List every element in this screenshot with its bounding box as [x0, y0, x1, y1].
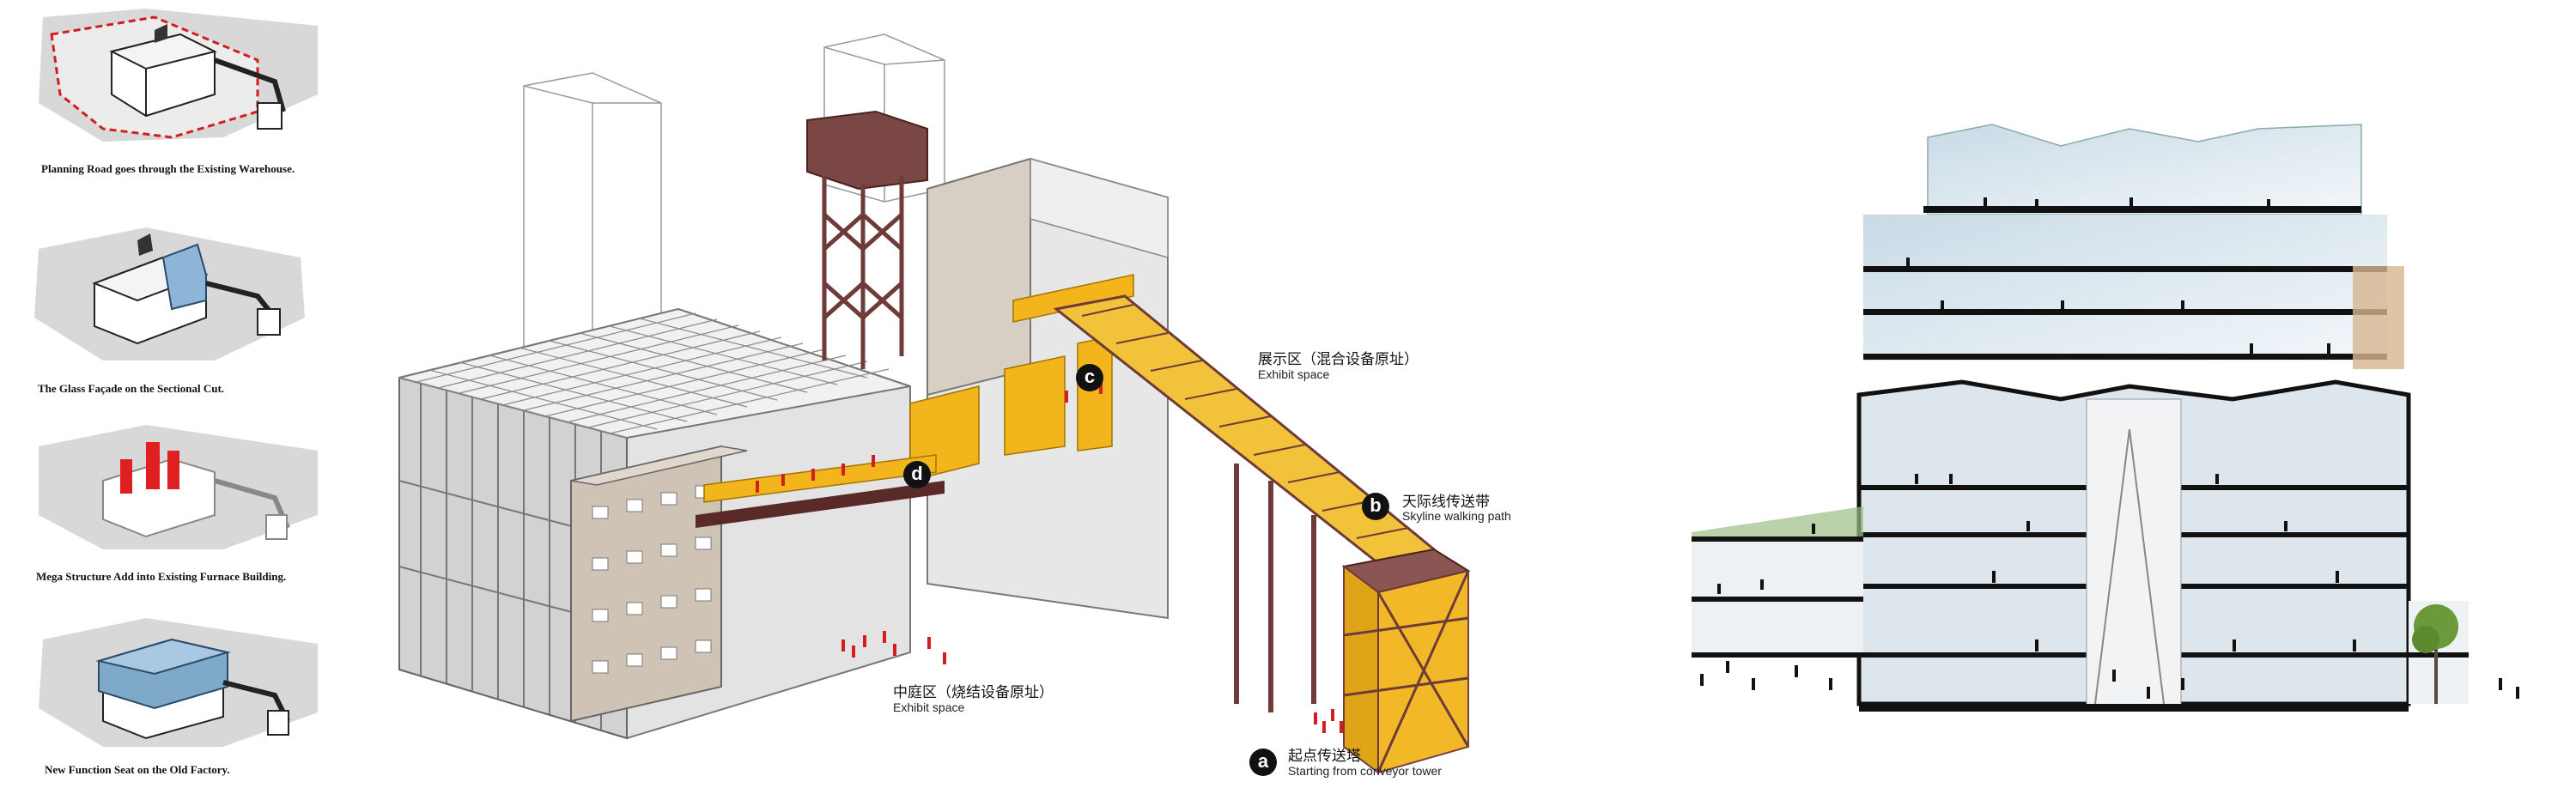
section-people: [1700, 197, 2519, 699]
concept-diagrams-column: Planning Road goes through the Existing …: [0, 0, 343, 794]
diagram-2-caption: The Glass Façade on the Sectional Cut.: [38, 382, 225, 395]
label-a-chinese: 起点传送塔: [1288, 748, 1361, 765]
label-d-english: Exhibit space: [893, 700, 965, 714]
visitor-path-markers: [756, 382, 1343, 733]
badge-d: d: [903, 461, 931, 488]
axonometric-art: [398, 33, 1471, 774]
section-base-slab: [1859, 704, 2409, 712]
diagram-3-mega-structure: [39, 425, 318, 549]
diagram-1-caption: Planning Road goes through the Existing …: [41, 162, 295, 175]
concept-diagrams-art: [34, 9, 318, 747]
section-upper-floors: [1863, 215, 2404, 369]
diagram-1-planning-road: [39, 9, 318, 142]
label-a-english: Starting from conveyor tower: [1288, 764, 1442, 778]
conveyor-tower: [1341, 548, 1471, 774]
badge-b: b: [1362, 493, 1389, 520]
badge-a: a: [1249, 749, 1277, 776]
label-c-chinese: 展示区（混合设备原址）: [1258, 351, 1419, 368]
diagram-4-caption: New Function Seat on the Old Factory.: [45, 763, 230, 776]
label-b-chinese: 天际线传送带: [1402, 494, 1490, 511]
brick-block: [570, 445, 748, 723]
section-main-hall: [1856, 379, 2411, 709]
highlight-floors: [703, 274, 1134, 503]
label-d-chinese: 中庭区（烧结设备原址）: [893, 684, 1054, 701]
diagram-3-caption: Mega Structure Add into Existing Furnace…: [36, 570, 287, 583]
diagram-2-glass-facade: [34, 227, 305, 361]
section-art: [1692, 124, 2519, 712]
label-c-english: Exhibit space: [1258, 367, 1330, 381]
furnace-tower: [806, 110, 928, 369]
roof-trusses: [398, 312, 890, 439]
axonometric-drawing: c d b a 展示区（混合设备原址） Exhibit space 天际线传送带…: [378, 0, 1546, 794]
section-roof-volume: [1923, 124, 2362, 215]
label-b-english: Skyline walking path: [1402, 509, 1511, 523]
badge-c: c: [1076, 364, 1103, 391]
diagram-4-new-function: [39, 618, 318, 747]
building-section: [1580, 0, 2576, 794]
section-tree: [2412, 604, 2458, 704]
atrium-floor: [696, 481, 945, 528]
